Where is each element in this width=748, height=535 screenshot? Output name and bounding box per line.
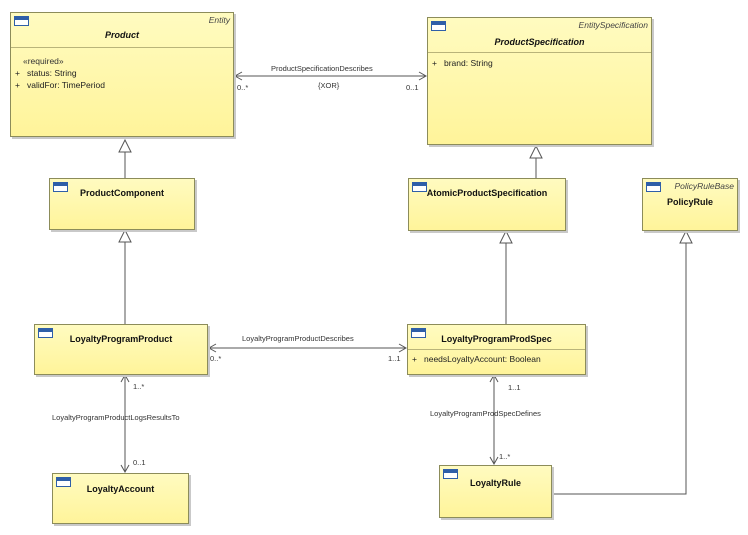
class-name: PolicyRule [666, 197, 713, 207]
attribute-row: + validFor: TimePeriod [15, 80, 105, 90]
association-arrowhead-loyaltyrule [489, 456, 499, 466]
class-icon [431, 21, 446, 31]
class-name: LoyaltyAccount [86, 484, 155, 494]
multiplicity-label: 0..1 [406, 83, 419, 92]
association-arrowhead-loyaltyprogramprodspec [398, 343, 408, 353]
generalization-arrow-productcomponent [118, 228, 132, 243]
attribute-text: status: String [27, 68, 77, 78]
class-name: AtomicProductSpecification [426, 188, 548, 198]
class-icon [14, 16, 29, 26]
class-product[interactable]: Entity Product «required» + status: Strin… [10, 12, 234, 137]
class-name: ProductSpecification [494, 37, 585, 47]
attribute-section-stereotype: «required» [23, 56, 64, 66]
class-loyaltyprogramprodspec[interactable]: LoyaltyProgramProdSpec + needsLoyaltyAcco… [407, 324, 586, 375]
attribute-text: needsLoyaltyAccount: Boolean [424, 354, 541, 364]
multiplicity-label: 1..1 [508, 383, 521, 392]
class-stereotype: PolicyRuleBase [674, 181, 734, 191]
generalization-arrow-policyrule [679, 229, 693, 244]
attribute-row: + status: String [15, 68, 77, 78]
association-name: LoyaltyProgramProductDescribes [242, 334, 354, 343]
class-policyrule[interactable]: PolicyRuleBase PolicyRule [642, 178, 738, 231]
association-name: LoyaltyProgramProductLogsResultsTo [52, 413, 180, 422]
visibility-marker: + [15, 80, 20, 90]
compartment-divider [428, 52, 651, 53]
class-icon [38, 328, 53, 338]
compartment-divider [408, 349, 585, 350]
attribute-text: validFor: TimePeriod [27, 80, 105, 90]
multiplicity-label: 0..* [210, 354, 222, 363]
class-name: ProductComponent [80, 188, 164, 198]
class-icon [646, 182, 661, 192]
association-arrowhead-productspecification [418, 71, 428, 81]
association-constraint: {XOR} [318, 81, 340, 90]
association-name: LoyaltyProgramProdSpecDefines [430, 409, 541, 418]
class-icon [443, 469, 458, 479]
visibility-marker: + [432, 58, 437, 68]
class-icon [56, 477, 71, 487]
class-name: LoyaltyProgramProdSpec [441, 334, 552, 344]
association-arrowhead-product [233, 71, 243, 81]
class-name: Product [104, 30, 139, 40]
visibility-marker: + [412, 354, 417, 364]
multiplicity-label: 1..* [499, 452, 511, 461]
attribute-row: + needsLoyaltyAccount: Boolean [412, 354, 541, 364]
class-icon [53, 182, 68, 192]
association-arrowhead-loyaltyaccount [120, 464, 130, 474]
class-atomicproductspecification[interactable]: AtomicProductSpecification [408, 178, 566, 231]
generalization-line-loyaltyrule [553, 243, 687, 495]
class-productcomponent[interactable]: ProductComponent [49, 178, 195, 230]
class-name: LoyaltyRule [469, 478, 521, 488]
class-productspecification[interactable]: EntitySpecification ProductSpecification… [427, 17, 652, 145]
class-loyaltyrule[interactable]: LoyaltyRule [439, 465, 552, 518]
attribute-row: + brand: String [432, 58, 493, 68]
class-icon [412, 182, 427, 192]
compartment-divider [11, 47, 233, 48]
generalization-arrow-product [118, 138, 132, 153]
class-loyaltyaccount[interactable]: LoyaltyAccount [52, 473, 189, 524]
multiplicity-label: 1..* [133, 382, 145, 391]
class-stereotype: EntitySpecification [578, 20, 648, 30]
association-arrowhead-loyaltyprogramproduct-top [120, 373, 130, 383]
attribute-text: brand: String [444, 58, 493, 68]
association-name: ProductSpecificationDescribes [271, 64, 373, 73]
class-name: LoyaltyProgramProduct [69, 334, 173, 344]
class-icon [411, 328, 426, 338]
generalization-arrow-atomicproductspecification [499, 229, 513, 244]
multiplicity-label: 1..1 [388, 354, 401, 363]
multiplicity-label: 0..1 [133, 458, 146, 467]
multiplicity-label: 0..* [237, 83, 249, 92]
visibility-marker: + [15, 68, 20, 78]
class-stereotype: Entity [208, 15, 230, 25]
association-arrowhead-loyaltyprogramprodspec-bottom [489, 373, 499, 383]
class-loyaltyprogramproduct[interactable]: LoyaltyProgramProduct [34, 324, 208, 375]
association-arrowhead-loyaltyprogramproduct [207, 343, 217, 353]
generalization-arrow-productspecification [529, 144, 543, 159]
